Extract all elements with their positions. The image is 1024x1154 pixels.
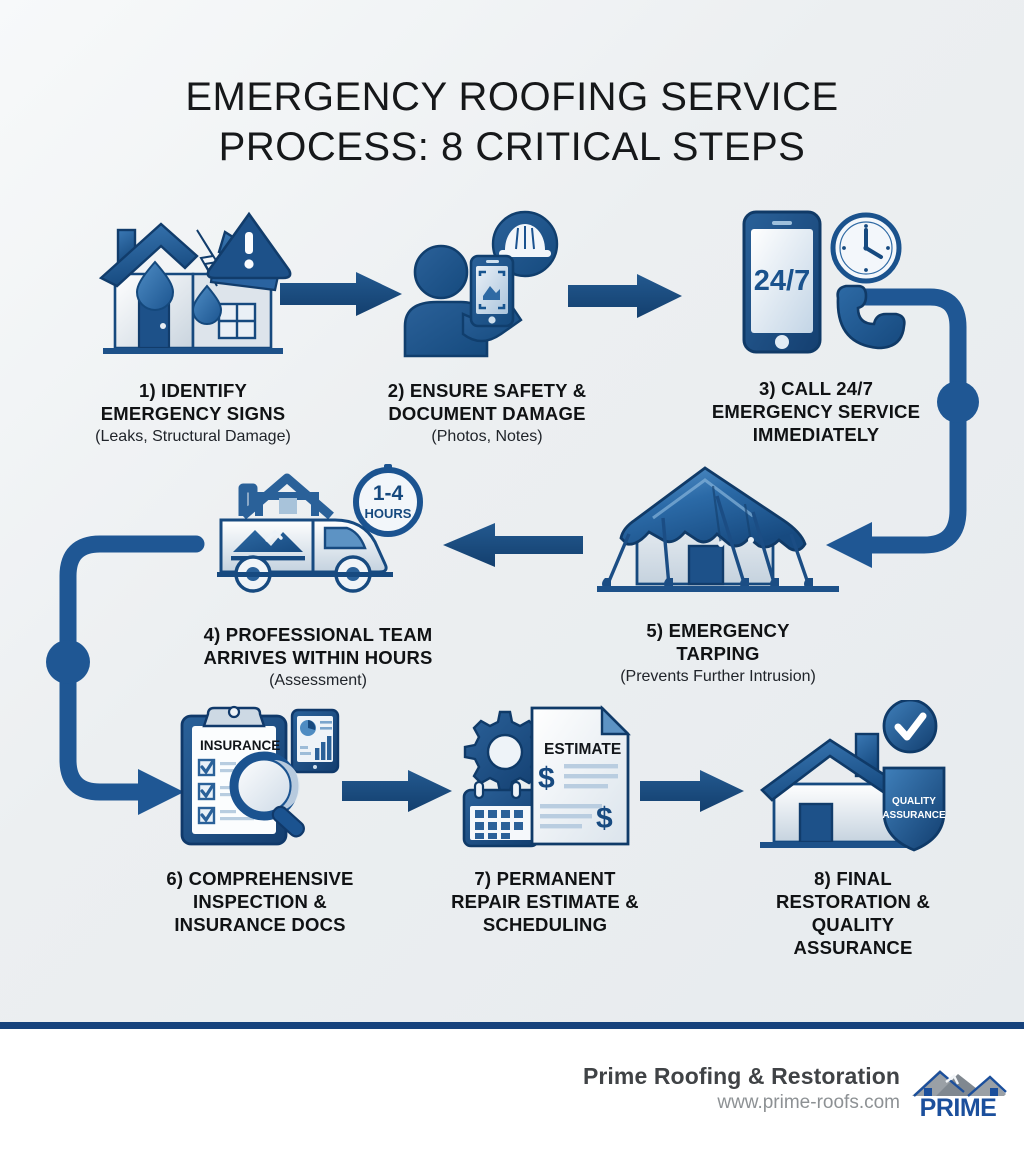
step-3-title-line-1: 3) CALL 24/7 — [758, 378, 874, 399]
step-2-title-line-2: DOCUMENT DAMAGE — [388, 403, 586, 424]
document-label: ESTIMATE — [544, 741, 621, 758]
step-8-title-line-3: QUALITY — [811, 914, 895, 935]
shield-label-line-2: ASSURANCE — [882, 810, 946, 821]
step-1-subtitle: (Leaks, Structural Damage) — [95, 428, 291, 445]
prime-logo-wordmark: PRIME — [919, 1094, 997, 1122]
step-1-title-line-1: 1) IDENTIFY — [138, 380, 248, 401]
page-title: EMERGENCY ROOFING SERVICE PROCESS: 8 CRI… — [0, 72, 1024, 172]
hours-badge-line-1: 1-4 — [373, 482, 404, 505]
step-8-title-line-2: RESTORATION & — [775, 891, 931, 912]
magnifier-icon — [229, 751, 305, 838]
step-1-title-line-2: EMERGENCY SIGNS — [100, 403, 286, 424]
step-3-title-line-3: IMMEDIATELY — [752, 424, 880, 445]
step-4[interactable]: 1-4 HOURS 4) PROFESSIONAL TEAM ARRIVES W… — [168, 462, 468, 691]
step-5-subtitle: (Prevents Further Intrusion) — [620, 668, 816, 685]
step-4-subtitle: (Assessment) — [269, 672, 367, 689]
step-2[interactable]: 2) ENSURE SAFETY & DOCUMENT DAMAGE (Phot… — [352, 208, 622, 447]
step-4-title-line-1: 4) PROFESSIONAL TEAM — [203, 624, 433, 645]
step-7-title-line-3: SCHEDULING — [482, 914, 608, 935]
step-6-title-line-2: INSPECTION & — [193, 891, 327, 912]
water-drop-small — [191, 284, 223, 325]
gear-icon — [463, 710, 547, 794]
tie-down-ropes — [605, 495, 811, 587]
step-7[interactable]: ESTIMATE $ $ 7) PERMANENT REPAIR ESTIMAT… — [410, 700, 680, 936]
insurance-clipboard-magnifier-icon: INSURANCE — [180, 705, 340, 846]
hours-badge-line-2: HOURS — [365, 506, 412, 521]
prime-logo[interactable]: PRIME — [906, 1062, 1010, 1124]
damaged-house-with-leaks-and-warning-icon — [98, 211, 292, 354]
clipboard-label: INSURANCE — [200, 738, 280, 753]
service-van-with-timer-icon: 1-4 HOURS — [217, 464, 423, 593]
quality-assurance-shield: QUALITY ASSURANCE — [882, 766, 946, 852]
water-drop-large — [135, 260, 175, 311]
page-title-line-1: EMERGENCY ROOFING SERVICE — [185, 75, 839, 119]
step-5-title-line-1: 5) EMERGENCY — [646, 620, 790, 641]
step-3-title-line-2: EMERGENCY SERVICE — [711, 401, 921, 422]
dollar-sign-top: $ — [538, 762, 555, 795]
prime-logo-roof-icon — [912, 1070, 1007, 1097]
step-5-title-line-2: TARPING — [676, 643, 760, 664]
step-3[interactable]: 24/7 3) CALL 24/7 EMERGENCY SERVICE IMME… — [672, 202, 960, 446]
infographic-canvas — [0, 0, 1024, 1022]
footer-divider — [0, 1022, 1024, 1029]
footer-company-name: Prime Roofing & Restoration — [582, 1063, 900, 1089]
footer — [0, 1029, 1024, 1154]
dollar-sign-bottom: $ — [596, 802, 613, 835]
check-badge-icon — [882, 698, 938, 754]
step-6[interactable]: INSURANCE — [110, 700, 410, 936]
step-7-title-line-2: REPAIR ESTIMATE & — [451, 891, 639, 912]
footer-website[interactable]: www.prime-roofs.com — [717, 1092, 900, 1113]
step-2-title-line-1: 2) ENSURE SAFETY & — [387, 380, 587, 401]
person-photographing-with-hardhat-icon — [403, 210, 559, 358]
step-6-title-line-3: INSURANCE DOCS — [174, 914, 346, 935]
step-5[interactable]: 5) EMERGENCY TARPING (Prevents Further I… — [568, 462, 868, 687]
restored-house-quality-shield-icon: QUALITY ASSURANCE — [760, 698, 946, 852]
step-7-title-line-1: 7) PERMANENT — [474, 868, 616, 889]
step-6-title-line-1: 6) COMPREHENSIVE — [166, 868, 354, 889]
estimate-document: ESTIMATE $ $ — [530, 705, 631, 846]
page-title-line-2: PROCESS: 8 CRITICAL STEPS — [218, 125, 806, 169]
step-4-title-line-2: ARRIVES WITHIN HOURS — [203, 647, 433, 668]
calendar-icon — [462, 780, 540, 848]
phone-badge-24-7: 24/7 — [754, 265, 810, 297]
house-with-blue-tarp-icon — [597, 466, 839, 592]
estimate-document-gear-calendar-icon: ESTIMATE $ $ — [462, 705, 631, 848]
phone-handset-icon — [836, 284, 906, 350]
step-8-title-line-1: 8) FINAL — [814, 868, 892, 889]
step-1[interactable]: 1) IDENTIFY EMERGENCY SIGNS (Leaks, Stru… — [48, 208, 338, 447]
step-2-subtitle: (Photos, Notes) — [431, 428, 543, 445]
shield-label-line-1: QUALITY — [892, 796, 936, 807]
step-8[interactable]: QUALITY ASSURANCE 8) FINAL RESTORATION &… — [722, 698, 984, 959]
step-8-title-line-4: ASSURANCE — [793, 937, 913, 958]
phone-clock-24-7-icon: 24/7 — [742, 210, 906, 354]
